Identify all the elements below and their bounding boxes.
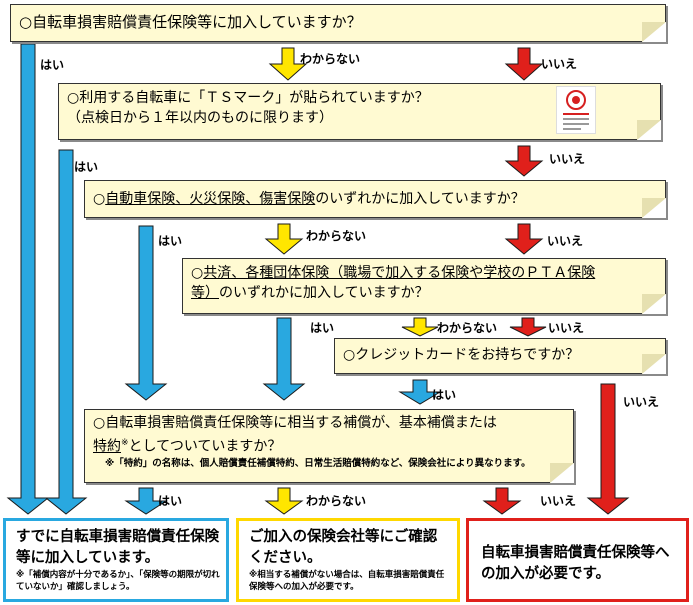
label-yes-q2: はい [74,160,99,174]
result-already-covered: すでに自転車損害賠償責任保険等に加入しています。 ※「補償内容が十分であるか」、… [3,518,229,602]
arrow-yes-q5 [398,379,442,405]
arrow-yes-q1 [6,43,50,515]
arrow-no-q1 [504,47,544,81]
label-yes-q5: はい [432,388,457,402]
label-no-q6: いいえ [540,494,577,508]
label-yes-q6: はい [158,494,183,508]
label-no-q3: いいえ [547,234,584,248]
arrow-no-q3 [504,223,544,255]
insurance-types: 自動車保険、火災保険、傷害保険 [105,191,316,207]
question-line2: （点検日から１年以内のものに限ります） [67,110,333,126]
label-no-q4: いいえ [548,321,585,335]
label-yes-q3: はい [158,234,183,248]
mutual-aid-types: 共済、各種団体保険（職場で加入する保険や学校のＰＴＡ保険 [203,265,596,281]
label-no-q2: いいえ [549,152,586,166]
arrow-no-q6 [482,487,522,515]
question-equivalent-coverage: ○自転車損害賠償責任保険等に相当する補償が、基本補償または 特約※としてついてい… [84,409,574,483]
result-must-join: 自転車損害賠償責任保険等への加入が必要です。 [466,518,689,602]
ts-mark-sticker-image [556,86,596,134]
label-unknown-q6: わからない [306,494,367,508]
label-no-q1: いいえ [541,57,578,71]
label-unknown-q3: わからない [306,229,367,243]
question-line1: ○利用する自転車に「ＴＳマーク」が貼られていますか？ [67,90,429,106]
arrow-yes-q4 [262,317,306,401]
label-no-q5: いいえ [623,395,660,409]
label-yes-q4: はい [310,321,335,335]
arrow-yes-q3 [124,225,168,401]
label-unknown-q1: わからない [300,52,361,66]
question-text: ○自転車損害賠償責任保険等に加入していますか？ [19,13,362,31]
special-clause-note: ※「特約」の名称は、個人賠償責任補償特約、日常生活賠償特約など、保険会社により異… [105,457,531,469]
arrow-no-q5 [586,383,630,515]
arrow-no-q4 [509,317,547,337]
arrow-yes-q6 [124,487,168,515]
arrow-yes-q2 [44,149,88,515]
label-yes-q1: はい [40,58,65,72]
question-credit-card: ○クレジットカードをお持ちですか？ [334,338,666,374]
question-bicycle-insurance: ○自転車損害賠償責任保険等に加入していますか？ [10,4,666,42]
arrow-unknown-q4 [401,317,439,337]
question-mutual-aid: ○共済、各種団体保険（職場で加入する保険や学校のＰＴＡ保険 等）のいずれかに加入… [182,258,666,314]
result-check-insurer: ご加入の保険会社等にご確認ください。 ※相当する補償がない場合は、自転車損害賠償… [236,518,460,602]
special-clause: 特約 [93,438,121,455]
arrow-unknown-q6 [264,487,304,515]
question-general-insurance: ○自動車保険、火災保険、傷害保険のいずれかに加入していますか？ [84,180,666,218]
arrow-no-q2 [504,145,544,177]
arrow-unknown-q3 [264,223,304,255]
arrow-unknown-q1 [268,47,308,81]
label-unknown-q4: わからない [437,321,498,335]
